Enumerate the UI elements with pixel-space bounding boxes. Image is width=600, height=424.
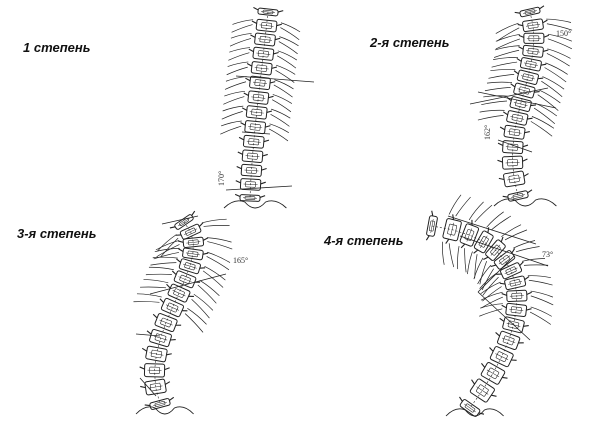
angle-label-3: 165° [233, 256, 248, 265]
degree-4-label: 4-я степень [324, 233, 403, 248]
vertebra [238, 135, 269, 149]
angle-label-1: 170° [217, 171, 226, 186]
vertebra [497, 140, 528, 154]
vertebra [220, 118, 289, 141]
vertebra [515, 6, 546, 18]
vertebra [150, 311, 183, 334]
vertebra [494, 42, 571, 66]
spine-centerline [250, 12, 268, 198]
vertebra [227, 59, 296, 83]
vertebra [485, 344, 518, 370]
vertebra [140, 378, 172, 396]
pelvis-outline [224, 201, 286, 208]
vertebra [154, 212, 229, 257]
spine-degree-4 [425, 193, 553, 419]
angle-label-4: 73° [542, 250, 553, 259]
vertebra [237, 149, 268, 163]
vertebra [139, 363, 169, 377]
degree-3-label: 3-я степень [17, 226, 96, 241]
degree-1-label: 1 степень [23, 40, 90, 55]
vertebra [488, 63, 566, 97]
angle-label-2-top: 150° [556, 29, 571, 38]
vertebra [230, 30, 299, 54]
vertebra [145, 397, 176, 411]
angle-label-2-mid: 162° [483, 125, 492, 140]
spine-degree-1 [220, 7, 314, 208]
pelvis-outline [136, 407, 194, 414]
vertebra [498, 170, 530, 188]
vertebra [232, 17, 301, 40]
vertebra [499, 124, 530, 140]
vertebra [465, 375, 499, 405]
cobb-angle-line [470, 88, 548, 104]
vertebra [144, 328, 176, 349]
degree-2-label: 2-я степень [370, 35, 449, 50]
vertebra [425, 211, 438, 242]
vertebra [503, 189, 534, 202]
vertebra [253, 7, 283, 16]
vertebra [476, 359, 510, 387]
vertebra [155, 234, 232, 257]
vertebra [141, 345, 173, 363]
vertebra [236, 164, 267, 177]
vertebra [473, 234, 540, 290]
cobb-angle-line [242, 132, 270, 134]
pelvis-outline [494, 199, 556, 206]
vertebra [146, 260, 223, 303]
spine-degree-3 [133, 211, 232, 414]
cobb-angle-line [226, 186, 292, 190]
